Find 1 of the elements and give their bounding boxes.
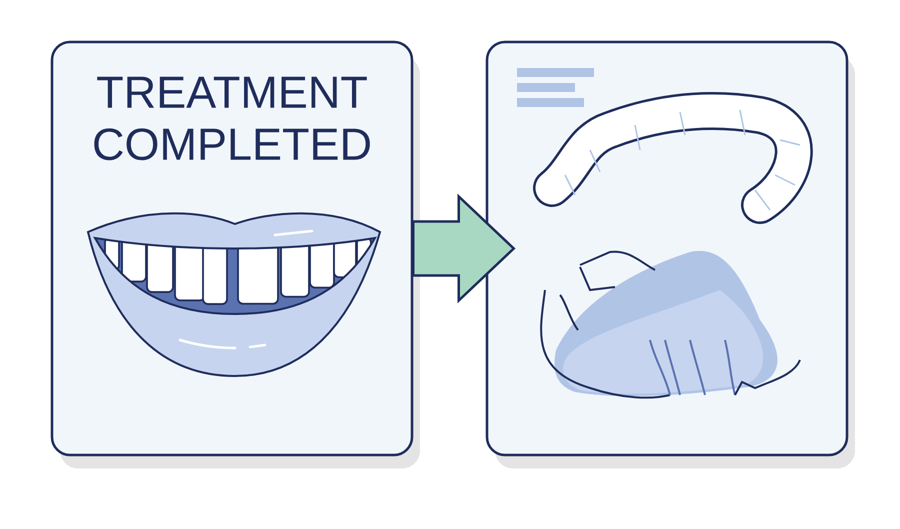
arrow <box>412 194 516 304</box>
